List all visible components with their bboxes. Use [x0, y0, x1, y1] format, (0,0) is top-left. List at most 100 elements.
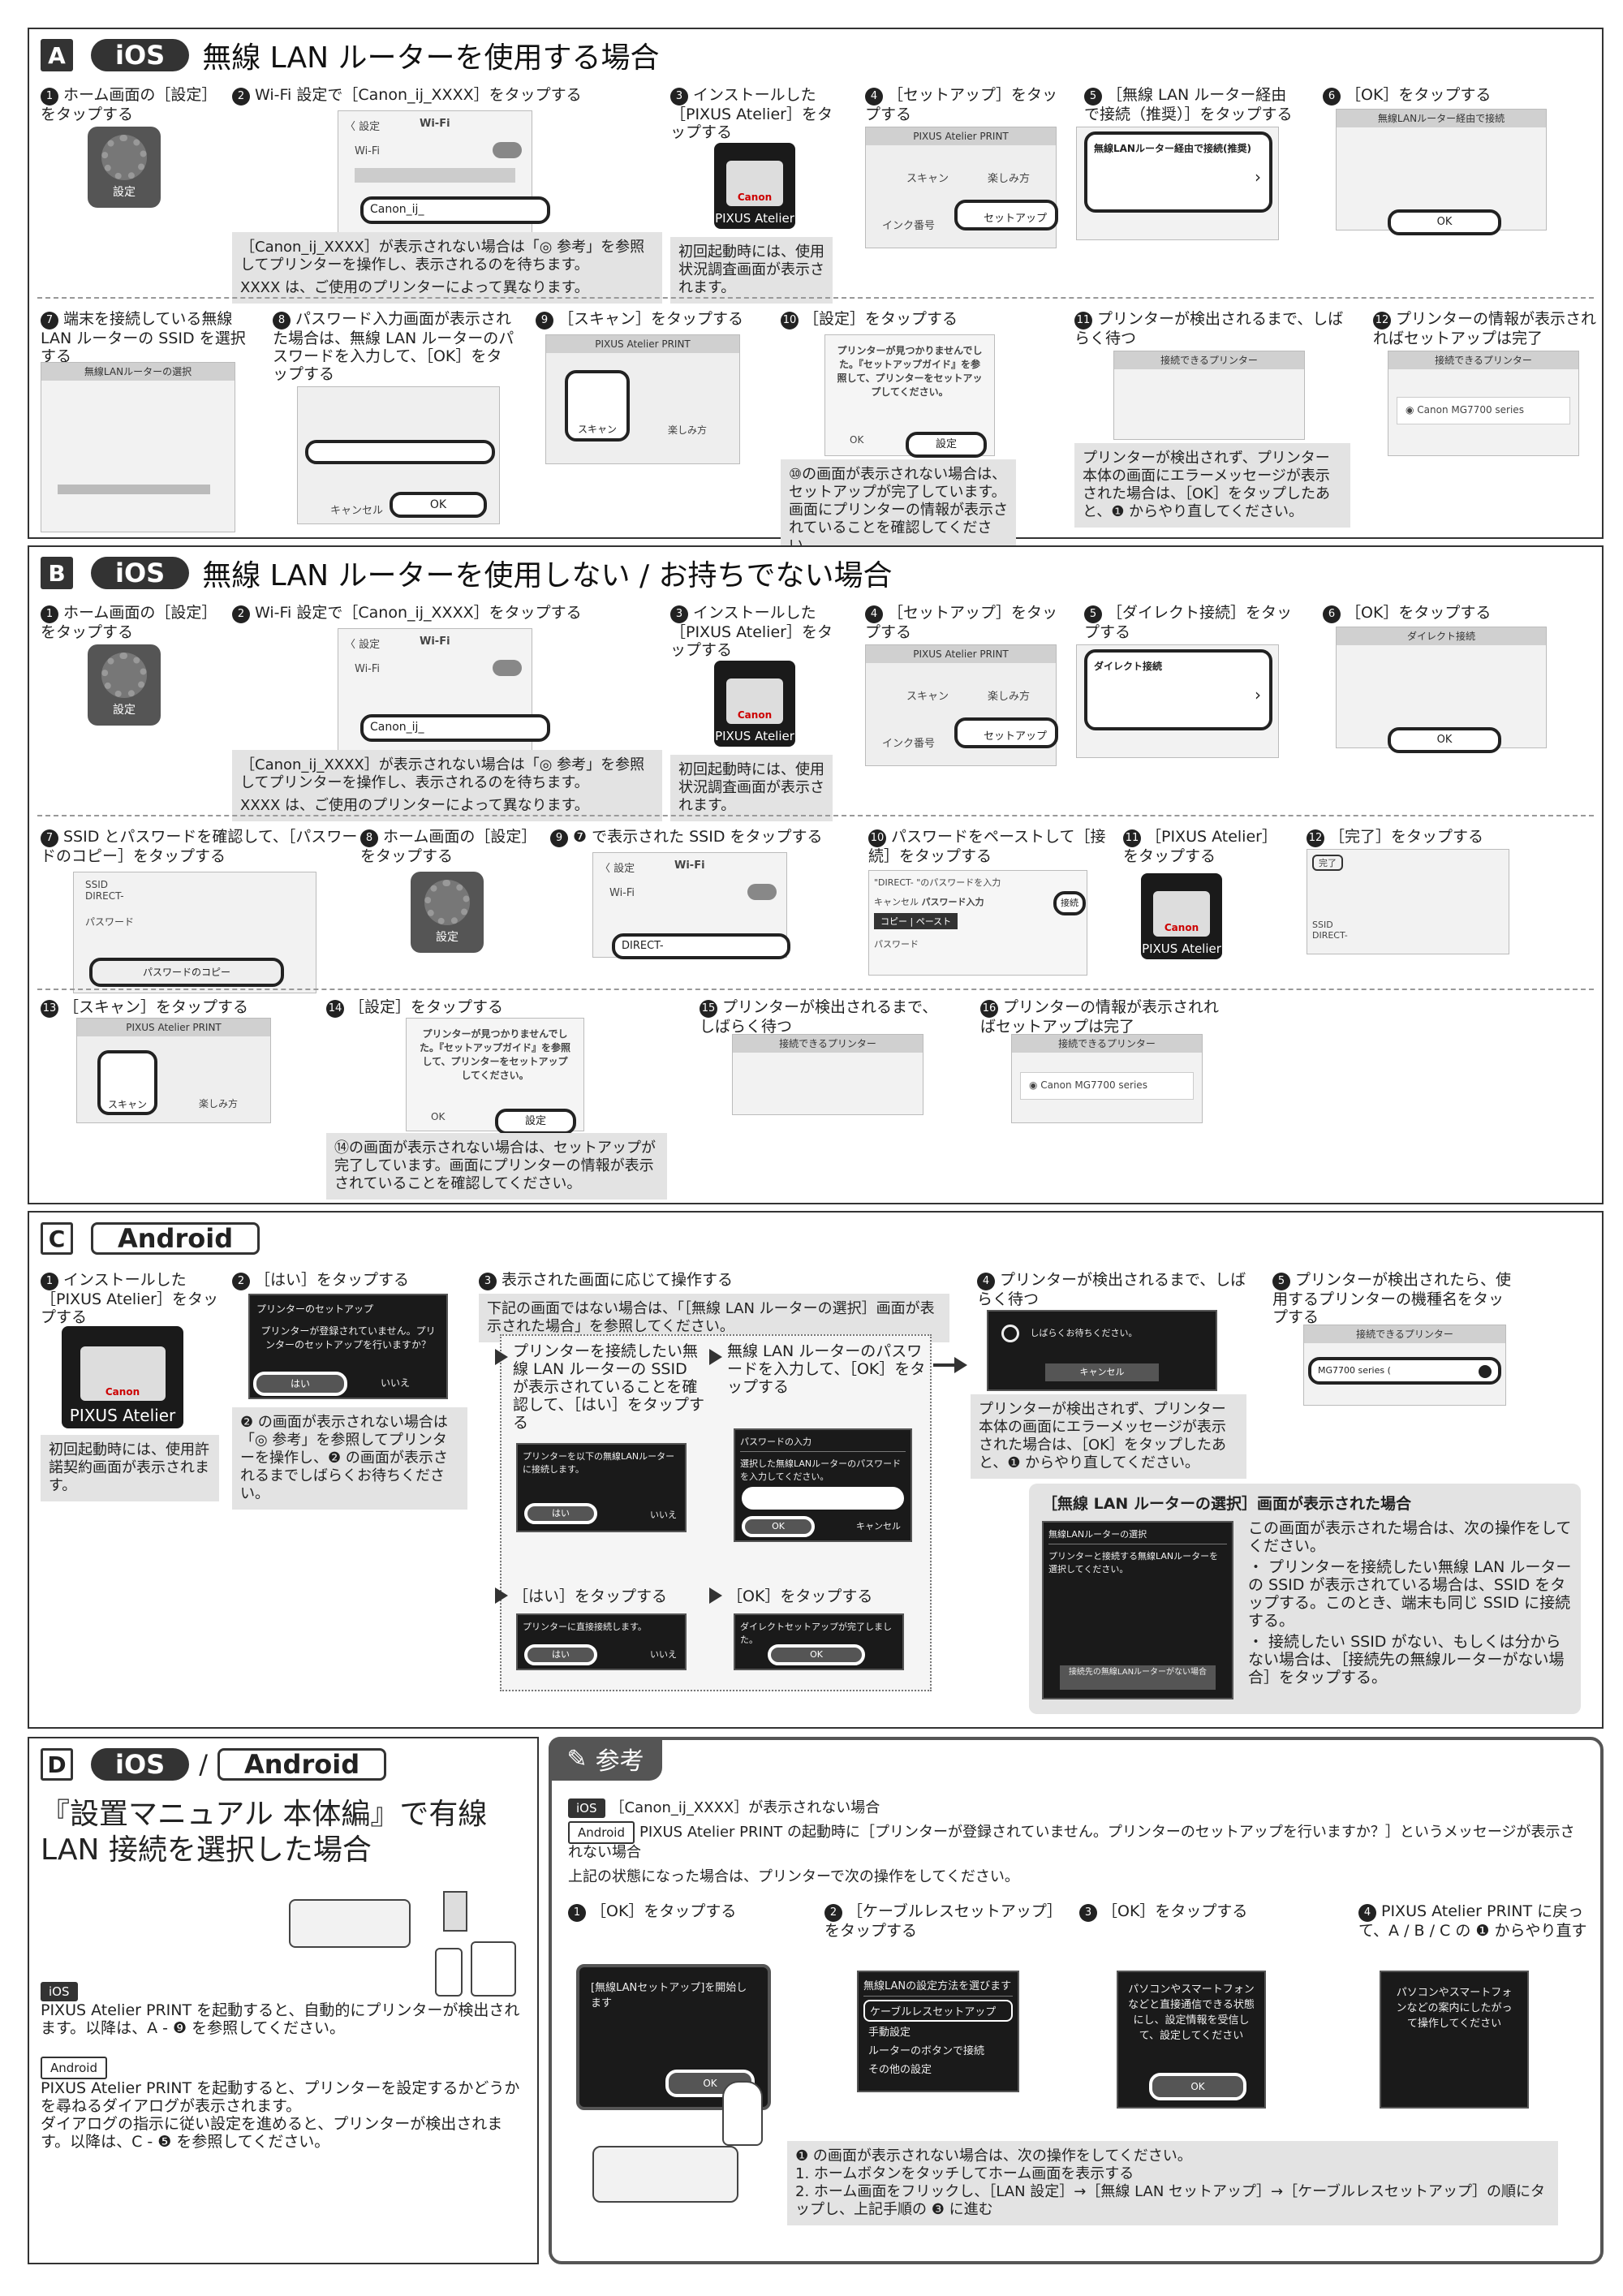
ok-button[interactable]: OK — [1388, 209, 1501, 235]
ok-button[interactable]: OK — [1388, 727, 1501, 753]
router-connect-option[interactable]: 無線LANルーター経由で接続(推奨)› — [1084, 131, 1272, 213]
reference-note: ❶ の画面が表示されない場合は、次の操作をしてください。 1. ホームボタンをタ… — [787, 2141, 1558, 2225]
setup-button-highlight[interactable]: セットアップ — [954, 717, 1058, 748]
ssid-row[interactable] — [58, 485, 210, 494]
gear-icon — [101, 135, 147, 180]
wifi-label: Wi-Fi — [355, 145, 381, 157]
canon-ssid-highlight[interactable]: Canon_ij_ — [360, 196, 550, 224]
settings-app-icon[interactable]: 設定 — [88, 127, 161, 208]
cancel-label: キャンセル — [330, 505, 384, 517]
paste-menu-item[interactable]: ペースト — [915, 916, 952, 927]
step-c3-d: ［OK］をタップする — [727, 1587, 873, 1605]
panel-bullet-2: ・ 接続したい SSID がない、もしくは分からない場合は、［接続先の無線ルータ… — [1248, 1633, 1565, 1686]
network-row — [355, 168, 515, 183]
screen-title: Wi-Fi — [420, 118, 450, 130]
ssid-value: DIRECT- — [1312, 930, 1348, 941]
no-router-button[interactable]: 接続先の無線LANルーターがない場合 — [1060, 1665, 1216, 1690]
section-d-header: D iOS / Android — [41, 1747, 387, 1782]
password-label: パスワード — [85, 916, 135, 928]
os-badge: Android — [91, 1222, 260, 1255]
ok-label: OK — [431, 1111, 446, 1122]
yes-button[interactable]: はい — [524, 1644, 597, 1665]
ios-badge: iOS — [41, 1982, 78, 2001]
ok-button[interactable]: OK — [768, 1644, 865, 1665]
settings-button[interactable]: 設定 — [495, 1109, 576, 1135]
ok-button[interactable]: OK — [665, 2070, 755, 2097]
section-a-header: A iOS 無線 LAN ルーターを使用する場合 — [41, 37, 660, 75]
android-instruction-1: PIXUS Atelier PRINT を起動すると、プリンターを設定するかどう… — [41, 2079, 520, 2115]
ok-button[interactable]: OK — [1149, 2073, 1246, 2100]
section-letter: D — [41, 1748, 73, 1781]
ok-button[interactable]: OK — [742, 1516, 815, 1537]
dialog-message: プリンターが登録されていません。プリンターのセットアップを行いますか？ — [260, 1325, 436, 1350]
step-b11: 11［PIXUS Atelier］をタップする — [1123, 828, 1277, 865]
divider — [37, 989, 1594, 990]
settings-app-icon[interactable]: 設定 — [88, 644, 161, 726]
password-input[interactable] — [305, 440, 495, 464]
connect-button[interactable]: 接続 — [1053, 891, 1086, 915]
scan-button[interactable]: スキャン — [97, 1050, 157, 1115]
settings-button[interactable]: 設定 — [906, 432, 987, 458]
direct-ssid-row[interactable]: DIRECT- — [612, 933, 790, 959]
wifi-toggle[interactable] — [493, 660, 522, 676]
ios-instruction: PIXUS Atelier PRINT を起動すると、自動的にプリンターが検出さ… — [41, 2001, 520, 2037]
screen-header: 接続できるプリンター — [1388, 351, 1578, 369]
step-c3-a: プリンターを接続したい無線 LAN ルーターの SSID が表示されていることを… — [513, 1342, 704, 1432]
cableless-setup-item[interactable]: ケーブルレスセットアップ — [863, 2000, 1013, 2022]
fun-label: 楽しみ方 — [668, 424, 708, 436]
scan-button[interactable]: スキャン — [565, 370, 630, 442]
screen-header: 無線LANルーターの選択 — [41, 363, 235, 381]
os-badge: iOS — [91, 557, 190, 589]
copy-menu-item[interactable]: コピー — [880, 916, 907, 927]
paste-password-screen: "DIRECT- "のパスワードを入力 キャンセル パスワード入力 コピー | … — [868, 870, 1087, 976]
canon-ssid-highlight[interactable]: Canon_ij_ — [360, 714, 550, 742]
printer-list-item[interactable]: ◉ Canon MG7700 series — [1397, 397, 1570, 424]
done-button[interactable]: 完了 — [1312, 855, 1343, 871]
android-condition: PIXUS Atelier PRINT の起動時に［プリンターが登録されていませ… — [568, 1824, 1575, 1861]
password-input[interactable] — [742, 1487, 904, 1510]
direct-connect-option[interactable]: ダイレクト接続› — [1084, 649, 1272, 730]
printer-router-illustration — [289, 1875, 532, 1997]
copy-password-button[interactable]: パスワードのコピー — [89, 958, 284, 987]
printer-list-item[interactable]: ◉ Canon MG7700 series — [1020, 1072, 1194, 1100]
settings-app-icon[interactable]: 設定 — [411, 872, 484, 953]
arrow-right-icon — [954, 1357, 967, 1373]
cancel-label: キャンセル — [874, 897, 919, 907]
other-settings-item[interactable]: その他の設定 — [868, 2064, 932, 2076]
yes-button[interactable]: はい — [253, 1372, 347, 1396]
back-link: 〈 設定 — [345, 121, 381, 133]
wifi-toggle[interactable] — [747, 884, 777, 900]
canon-logo-icon: Canon — [726, 160, 783, 206]
wifi-toggle[interactable] — [493, 142, 522, 158]
setup-button-highlight[interactable]: セットアップ — [954, 200, 1058, 230]
screen-title: Wi-Fi — [674, 859, 705, 872]
router-button-item[interactable]: ルーターのボタンで接続 — [868, 2045, 985, 2057]
manual-setup-item[interactable]: 手動設定 — [868, 2027, 911, 2039]
password-label: パスワード — [874, 939, 919, 950]
ok-button[interactable]: OK — [390, 492, 487, 518]
android-badge: Android — [41, 2057, 107, 2079]
printer-list-item[interactable]: MG7700 series ( — [1308, 1357, 1501, 1385]
direct-complete-screen: 完了 SSID DIRECT- — [1307, 849, 1509, 954]
ios-condition: ［Canon_ij_XXXX］が表示されない場合 — [609, 1799, 880, 1816]
password-input-title: パスワード入力 — [921, 897, 984, 907]
step-a4: 4［セットアップ］をタップする — [865, 86, 1058, 123]
screen-header: 無線LANの設定方法を選びます — [863, 1977, 1013, 1997]
router-select-screen: 無線LANルーターの選択 プリンターと接続する無線LANルーターを選択してくださ… — [1042, 1521, 1233, 1699]
yes-button[interactable]: はい — [524, 1503, 597, 1524]
ink-label: インク番号 — [882, 220, 936, 232]
slash: / — [199, 1749, 208, 1780]
cancel-button[interactable]: キャンセル — [1045, 1363, 1159, 1381]
step-b13: 13［スキャン］をタップする — [41, 998, 284, 1018]
wifi-label: Wi-Fi — [609, 887, 635, 899]
